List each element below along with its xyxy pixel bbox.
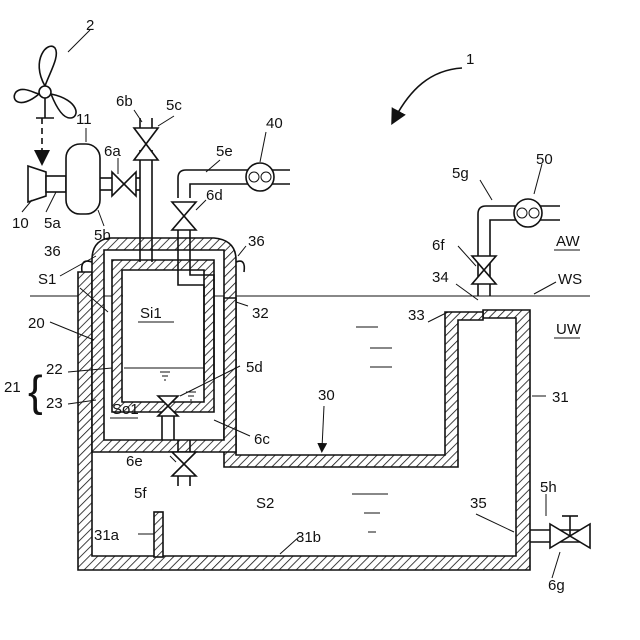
- label-34: 34: [432, 269, 449, 286]
- label-23: 23: [46, 395, 63, 412]
- label-11: 11: [76, 111, 92, 128]
- label-32: 32: [252, 305, 269, 322]
- label-10: 10: [12, 215, 29, 232]
- label-5c: 5c: [166, 97, 182, 114]
- label-31: 31: [552, 389, 569, 406]
- water-symbols: [352, 327, 392, 532]
- label-6c: 6c: [254, 431, 270, 448]
- label-6g: 6g: [548, 577, 565, 594]
- pump-50: [514, 199, 542, 227]
- label-5h: 5h: [540, 479, 557, 496]
- label-30: 30: [318, 387, 335, 404]
- label-6d: 6d: [206, 187, 223, 204]
- pipe-5g: [472, 199, 560, 296]
- label-5e: 5e: [216, 143, 233, 160]
- label-aw: AW: [556, 233, 580, 250]
- label-ws: WS: [558, 271, 582, 288]
- generator-10-11: [28, 144, 140, 214]
- label-22: 22: [46, 361, 63, 378]
- label-6a: 6a: [104, 143, 121, 160]
- label-uw: UW: [556, 321, 582, 338]
- label-20: 20: [28, 315, 45, 332]
- reference-arrow-1: [395, 68, 462, 118]
- label-s1: S1: [38, 271, 56, 288]
- inner-space-si1: [123, 271, 203, 401]
- label-31b: 31b: [296, 529, 321, 546]
- drain-pipe-5h: [530, 516, 590, 548]
- pump-40: [246, 163, 274, 191]
- label-2: 2: [86, 17, 94, 34]
- label-6b: 6b: [116, 93, 133, 110]
- label-si1: Si1: [140, 305, 162, 322]
- label-so1: So1: [112, 401, 139, 418]
- label-5f: 5f: [134, 485, 147, 502]
- seal-36-right: [236, 261, 244, 272]
- label-5g: 5g: [452, 165, 469, 182]
- partition-31a: [154, 512, 163, 557]
- label-40: 40: [266, 115, 283, 132]
- label-5b: 5b: [94, 227, 111, 244]
- label-5a: 5a: [44, 215, 61, 232]
- label-21: 21: [4, 379, 21, 396]
- label-35: 35: [470, 495, 487, 512]
- label-s2: S2: [256, 495, 274, 512]
- wind-turbine: [14, 46, 76, 158]
- label-31a: 31a: [94, 527, 120, 544]
- label-5d: 5d: [246, 359, 263, 376]
- label-6e: 6e: [126, 453, 143, 470]
- label-36-right: 36: [248, 233, 265, 250]
- label-36-left: 36: [44, 243, 61, 260]
- label-6f: 6f: [432, 237, 445, 254]
- label-1: 1: [466, 51, 474, 68]
- label-bracket-21: {: [28, 367, 43, 416]
- label-33: 33: [408, 307, 425, 324]
- label-50: 50: [536, 151, 553, 168]
